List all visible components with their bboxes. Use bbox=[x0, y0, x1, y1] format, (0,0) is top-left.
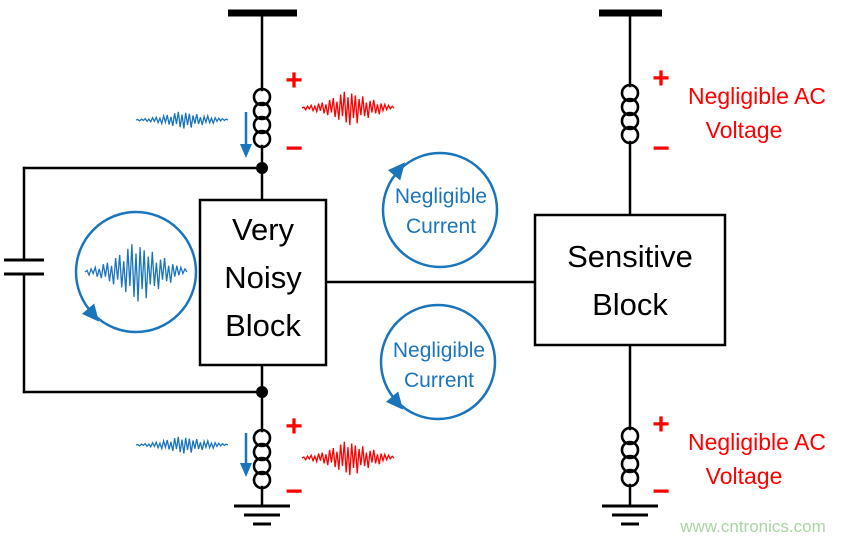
loop-arrowhead-icon bbox=[81, 303, 106, 327]
ground-symbol-left bbox=[232, 504, 292, 526]
negligible-current-bottom-line1: Negligible bbox=[393, 339, 485, 362]
inductor-symbol-bottom-left bbox=[252, 428, 272, 490]
plus-sign-bottom-right: + bbox=[652, 408, 670, 441]
blue-noise-waveform-top bbox=[135, 111, 229, 130]
sensitive-block-label-line2: Block bbox=[592, 287, 668, 322]
down-arrow-icon bbox=[240, 144, 252, 158]
noise-waveform-large bbox=[83, 243, 189, 303]
blue-current-arrow-bottom bbox=[135, 433, 252, 477]
plus-sign-top-right: + bbox=[652, 62, 670, 95]
negligible-current-loop-top: Negligible Current bbox=[381, 151, 499, 269]
loop-arrowhead-icon bbox=[385, 391, 410, 415]
red-noise-waveform-top bbox=[301, 91, 395, 126]
watermark-text: www.cntronics.com bbox=[679, 517, 825, 536]
minus-sign-top-left: − bbox=[285, 132, 303, 165]
negligible-current-loop-bottom: Negligible Current bbox=[379, 303, 497, 421]
red-noise-waveform-bottom bbox=[301, 441, 395, 476]
negligible-current-top-line1: Negligible bbox=[395, 185, 487, 208]
blue-noise-waveform-bottom bbox=[135, 436, 229, 455]
plus-sign-bottom-left: + bbox=[285, 410, 303, 443]
node-dot-top bbox=[256, 162, 268, 174]
negligible-ac-voltage-top-line1: Negligible AC bbox=[688, 83, 826, 109]
very-noisy-block-label-line3: Block bbox=[225, 308, 301, 343]
sensitive-block-box bbox=[533, 213, 727, 347]
very-noisy-block-label-line1: Very bbox=[232, 212, 295, 247]
very-noisy-block-label-line2: Noisy bbox=[224, 260, 302, 295]
wires bbox=[22, 11, 632, 508]
node-dot-bottom bbox=[256, 386, 268, 398]
current-loop-circle bbox=[379, 303, 497, 421]
minus-sign-top-right: − bbox=[652, 132, 670, 165]
negligible-ac-voltage-top-line2: Voltage bbox=[706, 117, 783, 143]
very-noisy-block-box bbox=[198, 198, 328, 367]
capacitor-symbol bbox=[4, 258, 44, 276]
plus-sign-top-left: + bbox=[285, 64, 303, 97]
current-loop-circle bbox=[381, 151, 499, 269]
minus-sign-bottom-left: − bbox=[285, 475, 303, 508]
inductor-symbol-bottom-right bbox=[620, 426, 640, 488]
negligible-ac-voltage-bottom-line1: Negligible AC bbox=[688, 429, 826, 455]
negligible-current-top-line2: Current bbox=[406, 215, 476, 238]
inductor-symbol-top-left bbox=[252, 87, 272, 149]
sensitive-block-label-line1: Sensitive bbox=[567, 239, 693, 274]
negligible-ac-voltage-bottom-line2: Voltage bbox=[706, 463, 783, 489]
loop-arrowhead-icon bbox=[387, 157, 412, 181]
negligible-current-bottom-line2: Current bbox=[404, 369, 474, 392]
noise-source-loop bbox=[74, 210, 198, 334]
down-arrow-icon bbox=[240, 463, 252, 477]
noise-loop-circle bbox=[74, 210, 198, 334]
blue-current-arrow-top bbox=[135, 111, 252, 158]
minus-sign-bottom-right: − bbox=[652, 475, 670, 508]
ground-symbol-right bbox=[600, 504, 660, 526]
inductor-symbol-top-right bbox=[620, 83, 640, 145]
